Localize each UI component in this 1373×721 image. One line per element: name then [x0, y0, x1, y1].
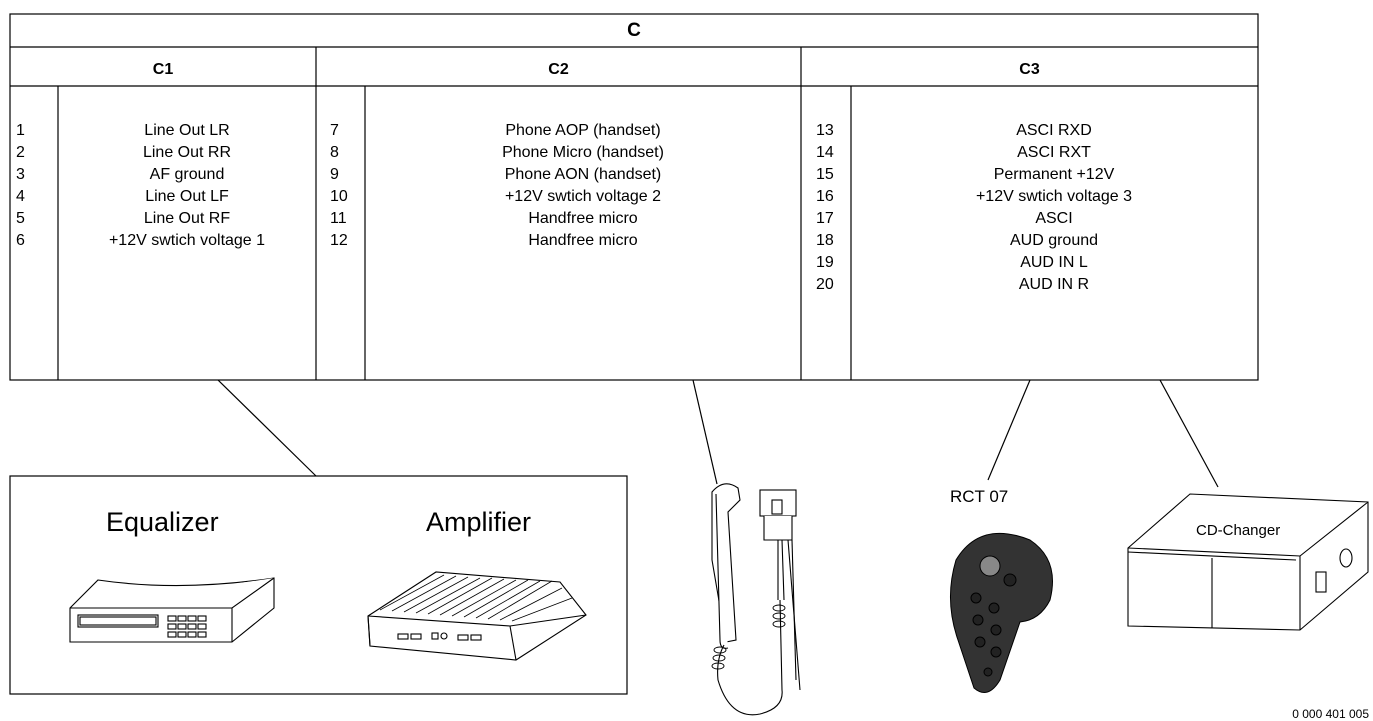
pin-row: 20 AUD IN R [816, 274, 1257, 296]
pin-number: 18 [816, 232, 834, 249]
pin-row: 11 Handfree micro [330, 208, 801, 230]
pin-row: 4 Line Out LF [16, 186, 316, 208]
pin-label: AUD ground [1009, 232, 1099, 249]
pin-number: 8 [330, 144, 339, 161]
pin-label: Line Out RR [142, 144, 232, 161]
pin-label: AUD IN L [1020, 254, 1088, 271]
c2-pin-list: 7 Phone AOP (handset) 8 Phone Micro (hands… [330, 120, 801, 252]
pin-row: 15 Permanent +12V [816, 164, 1257, 186]
pin-row: 12 Handfree micro [330, 230, 801, 252]
pin-row: 5 Line Out RF [16, 208, 316, 230]
pin-row: 3 AF ground [16, 164, 316, 186]
handset-icon [711, 483, 801, 716]
pin-number: 1 [16, 122, 25, 139]
cd-changer-icon [1127, 493, 1369, 631]
pin-row: 14 ASCI RXT [816, 142, 1257, 164]
pin-row: 9 Phone AON (handset) [330, 164, 801, 186]
pin-row: 13 ASCI RXD [816, 120, 1257, 142]
pin-number: 15 [816, 166, 834, 183]
pin-row: 10 +12V swtich voltage 2 [330, 186, 801, 208]
pin-number: 19 [816, 254, 834, 271]
figure-code: 0 000 401 005 [1292, 707, 1369, 721]
group-title-c1: C1 [152, 61, 174, 78]
pin-row: 1 Line Out LR [16, 120, 316, 142]
pin-label: Line Out LR [144, 122, 230, 139]
pin-label: Phone AOP (handset) [505, 122, 661, 139]
pin-label: Line Out LF [145, 188, 229, 205]
c1-connector-line [217, 379, 317, 477]
pin-label: ASCI RXT [1017, 144, 1091, 161]
amplifier-icon [367, 571, 587, 661]
c3-rct-connector-line [987, 379, 1031, 481]
pin-number: 13 [816, 122, 834, 139]
pin-label: ASCI RXD [1016, 122, 1092, 139]
pin-label: +12V swtich voltage 3 [975, 188, 1133, 205]
pin-number: 4 [16, 188, 25, 205]
pin-row: 7 Phone AOP (handset) [330, 120, 801, 142]
pin-label: Phone AON (handset) [504, 166, 662, 183]
pin-label: ASCI [1035, 210, 1073, 227]
pin-label: Phone Micro (handset) [502, 144, 664, 161]
group-title-c2: C2 [548, 61, 569, 78]
pin-label: Handfree micro [528, 232, 638, 249]
pin-number: 9 [330, 166, 339, 183]
pin-number: 20 [816, 276, 834, 293]
pin-label: AUD IN R [1018, 276, 1090, 293]
pin-number: 14 [816, 144, 834, 161]
c2-connector-line [692, 379, 718, 485]
connector-title: C [627, 20, 641, 41]
pin-number: 11 [330, 210, 347, 227]
pin-number: 12 [330, 232, 348, 249]
rct-label: RCT 07 [950, 487, 1009, 506]
rct-remote-icon [950, 532, 1053, 693]
pin-label: Handfree micro [528, 210, 638, 227]
equalizer-amplifier-box [9, 475, 628, 695]
group-title-c3: C3 [1019, 61, 1040, 78]
pin-label: Permanent +12V [993, 166, 1115, 183]
pin-number: 17 [816, 210, 834, 227]
c3-cd-connector-line [1159, 379, 1219, 488]
pin-label: +12V swtich voltage 2 [504, 188, 662, 205]
pin-number: 5 [16, 210, 25, 227]
pin-row: 18 AUD ground [816, 230, 1257, 252]
pin-row: 19 AUD IN L [816, 252, 1257, 274]
pin-number: 3 [16, 166, 25, 183]
pin-number: 7 [330, 122, 339, 139]
pin-label: +12V swtich voltage 1 [108, 232, 266, 249]
pin-row: 2 Line Out RR [16, 142, 316, 164]
pin-number: 10 [330, 188, 348, 205]
pin-label: Line Out RF [143, 210, 231, 227]
equalizer-icon [69, 577, 275, 643]
connector-table-border [9, 13, 1259, 381]
pin-row: 8 Phone Micro (handset) [330, 142, 801, 164]
amplifier-label: Amplifier [426, 507, 532, 537]
c3-pin-list: 13 ASCI RXD 14 ASCI RXT 15 Permanent +12V 1… [816, 120, 1257, 296]
pin-row: 16 +12V swtich voltage 3 [816, 186, 1257, 208]
equalizer-label: Equalizer [106, 507, 219, 537]
pin-number: 6 [16, 232, 25, 249]
pin-row: 17 ASCI [816, 208, 1257, 230]
pin-row: 6 +12V swtich voltage 1 [16, 230, 316, 252]
cd-changer-label: CD-Changer [1196, 522, 1281, 539]
pin-number: 2 [16, 144, 25, 161]
pin-number: 16 [816, 188, 834, 205]
pin-label: AF ground [149, 166, 225, 183]
